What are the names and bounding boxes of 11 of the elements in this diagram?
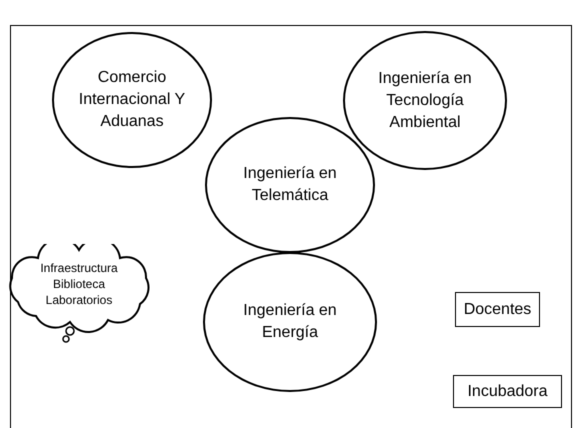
- cloud-label: Laboratorios: [46, 292, 112, 308]
- box-label: Docentes: [464, 300, 532, 320]
- cloud-label: Biblioteca: [52, 276, 106, 292]
- label-box: [453, 375, 562, 408]
- cloud-label: Infraestructura: [40, 260, 118, 276]
- box-label: Incubadora: [467, 382, 548, 402]
- ellipse-label: Ingeniería en Tecnología Ambiental: [377, 68, 473, 132]
- ellipse-label: Ingeniería en Telemática: [242, 164, 338, 206]
- ellipse-label: Ingeniería en Energía: [242, 301, 338, 343]
- label-box: [455, 292, 540, 327]
- ellipse-label: Comercio Internacional Y Aduanas: [78, 68, 186, 132]
